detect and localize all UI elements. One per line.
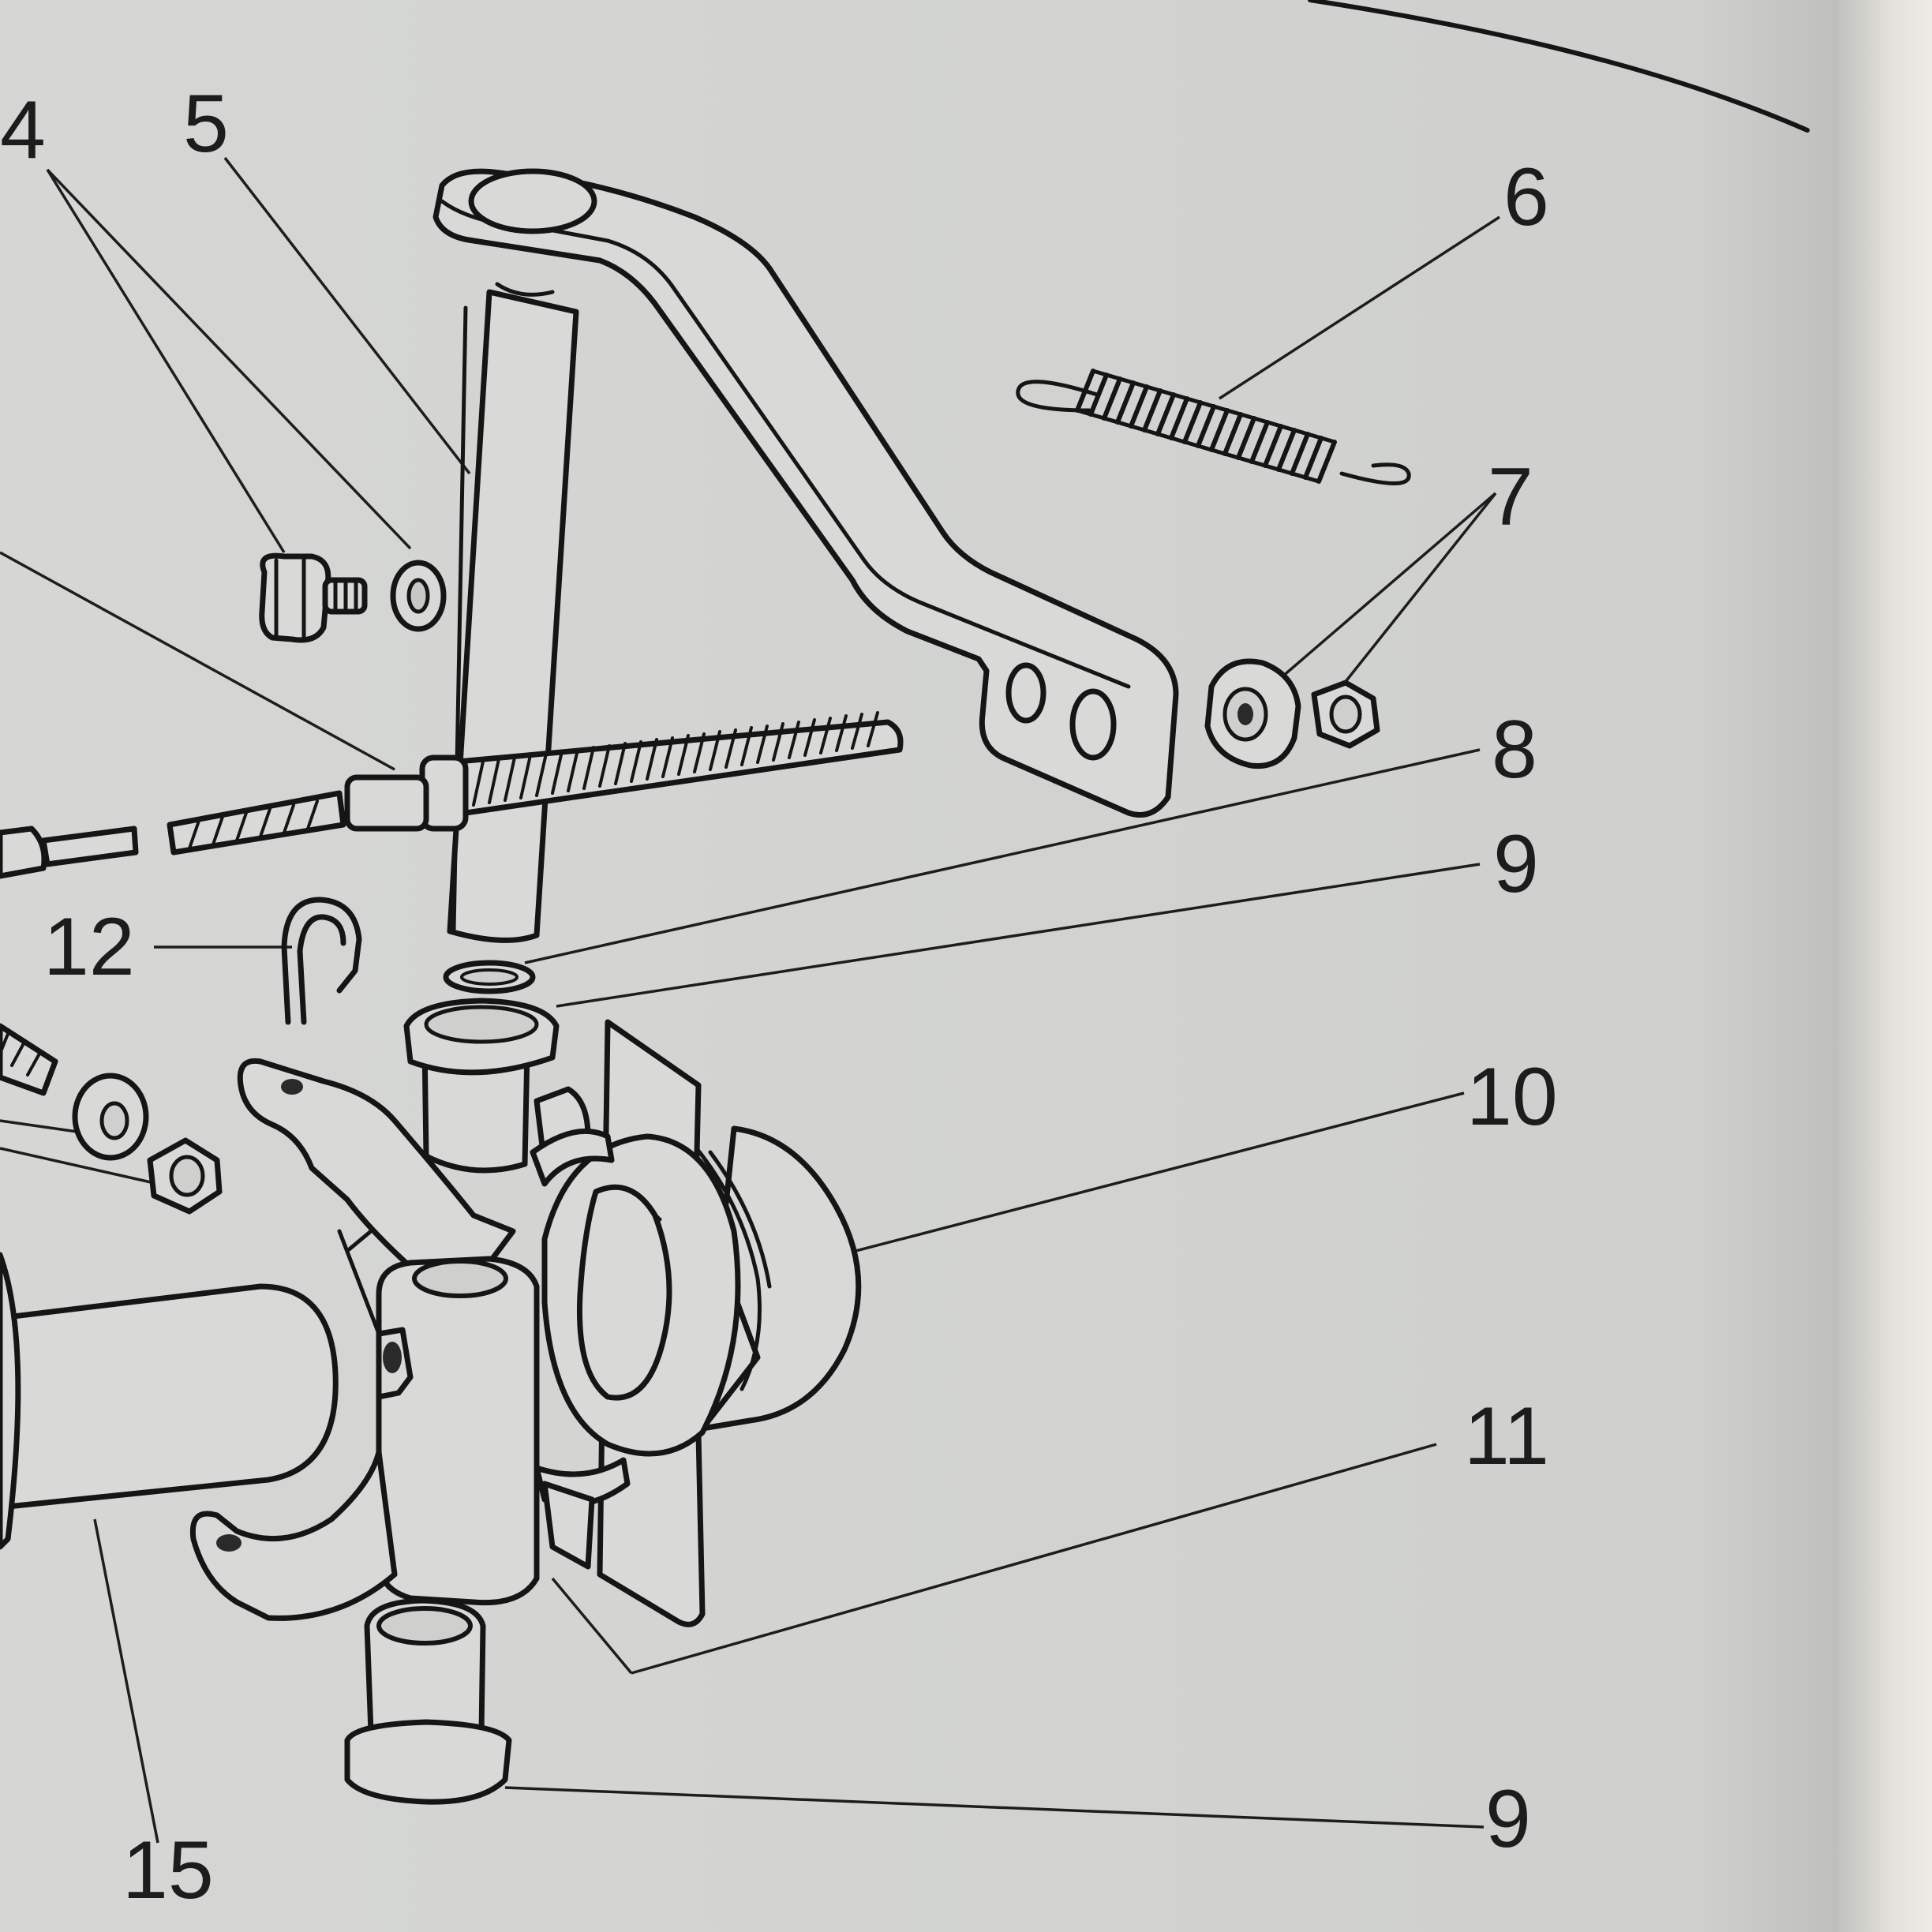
label-6: 6: [1503, 152, 1549, 243]
label-9-lower: 9: [1485, 1773, 1531, 1865]
bolt-and-washer: [259, 552, 496, 643]
leader-lines: [0, 156, 1500, 1844]
bushing-lower: [344, 1597, 512, 1805]
tension-spring: [1016, 369, 1411, 485]
label-11: 11: [1464, 1391, 1549, 1482]
label-7: 7: [1488, 451, 1533, 543]
label-8: 8: [1492, 704, 1537, 796]
label-12: 12: [43, 901, 135, 993]
hairpin-clip: [281, 897, 362, 1025]
fork-plate: [530, 1019, 741, 1627]
label-15: 15: [122, 1825, 214, 1916]
bushing-upper: [403, 998, 560, 1174]
page-edge-curve: [1308, 0, 1810, 133]
label-5: 5: [183, 78, 229, 170]
label-4: 4: [0, 84, 46, 176]
nuts: [1204, 658, 1380, 769]
release-tube: [0, 1252, 339, 1550]
left-bolt-nut-washer: [0, 1023, 223, 1215]
label-9-upper: 9: [1493, 818, 1539, 910]
shaft-lever-arm: [432, 168, 1179, 943]
clutch-fork: [189, 1058, 540, 1621]
small-ring-inner: [460, 968, 519, 986]
threaded-rod-cable: [0, 711, 904, 879]
label-10: 10: [1466, 1051, 1558, 1143]
